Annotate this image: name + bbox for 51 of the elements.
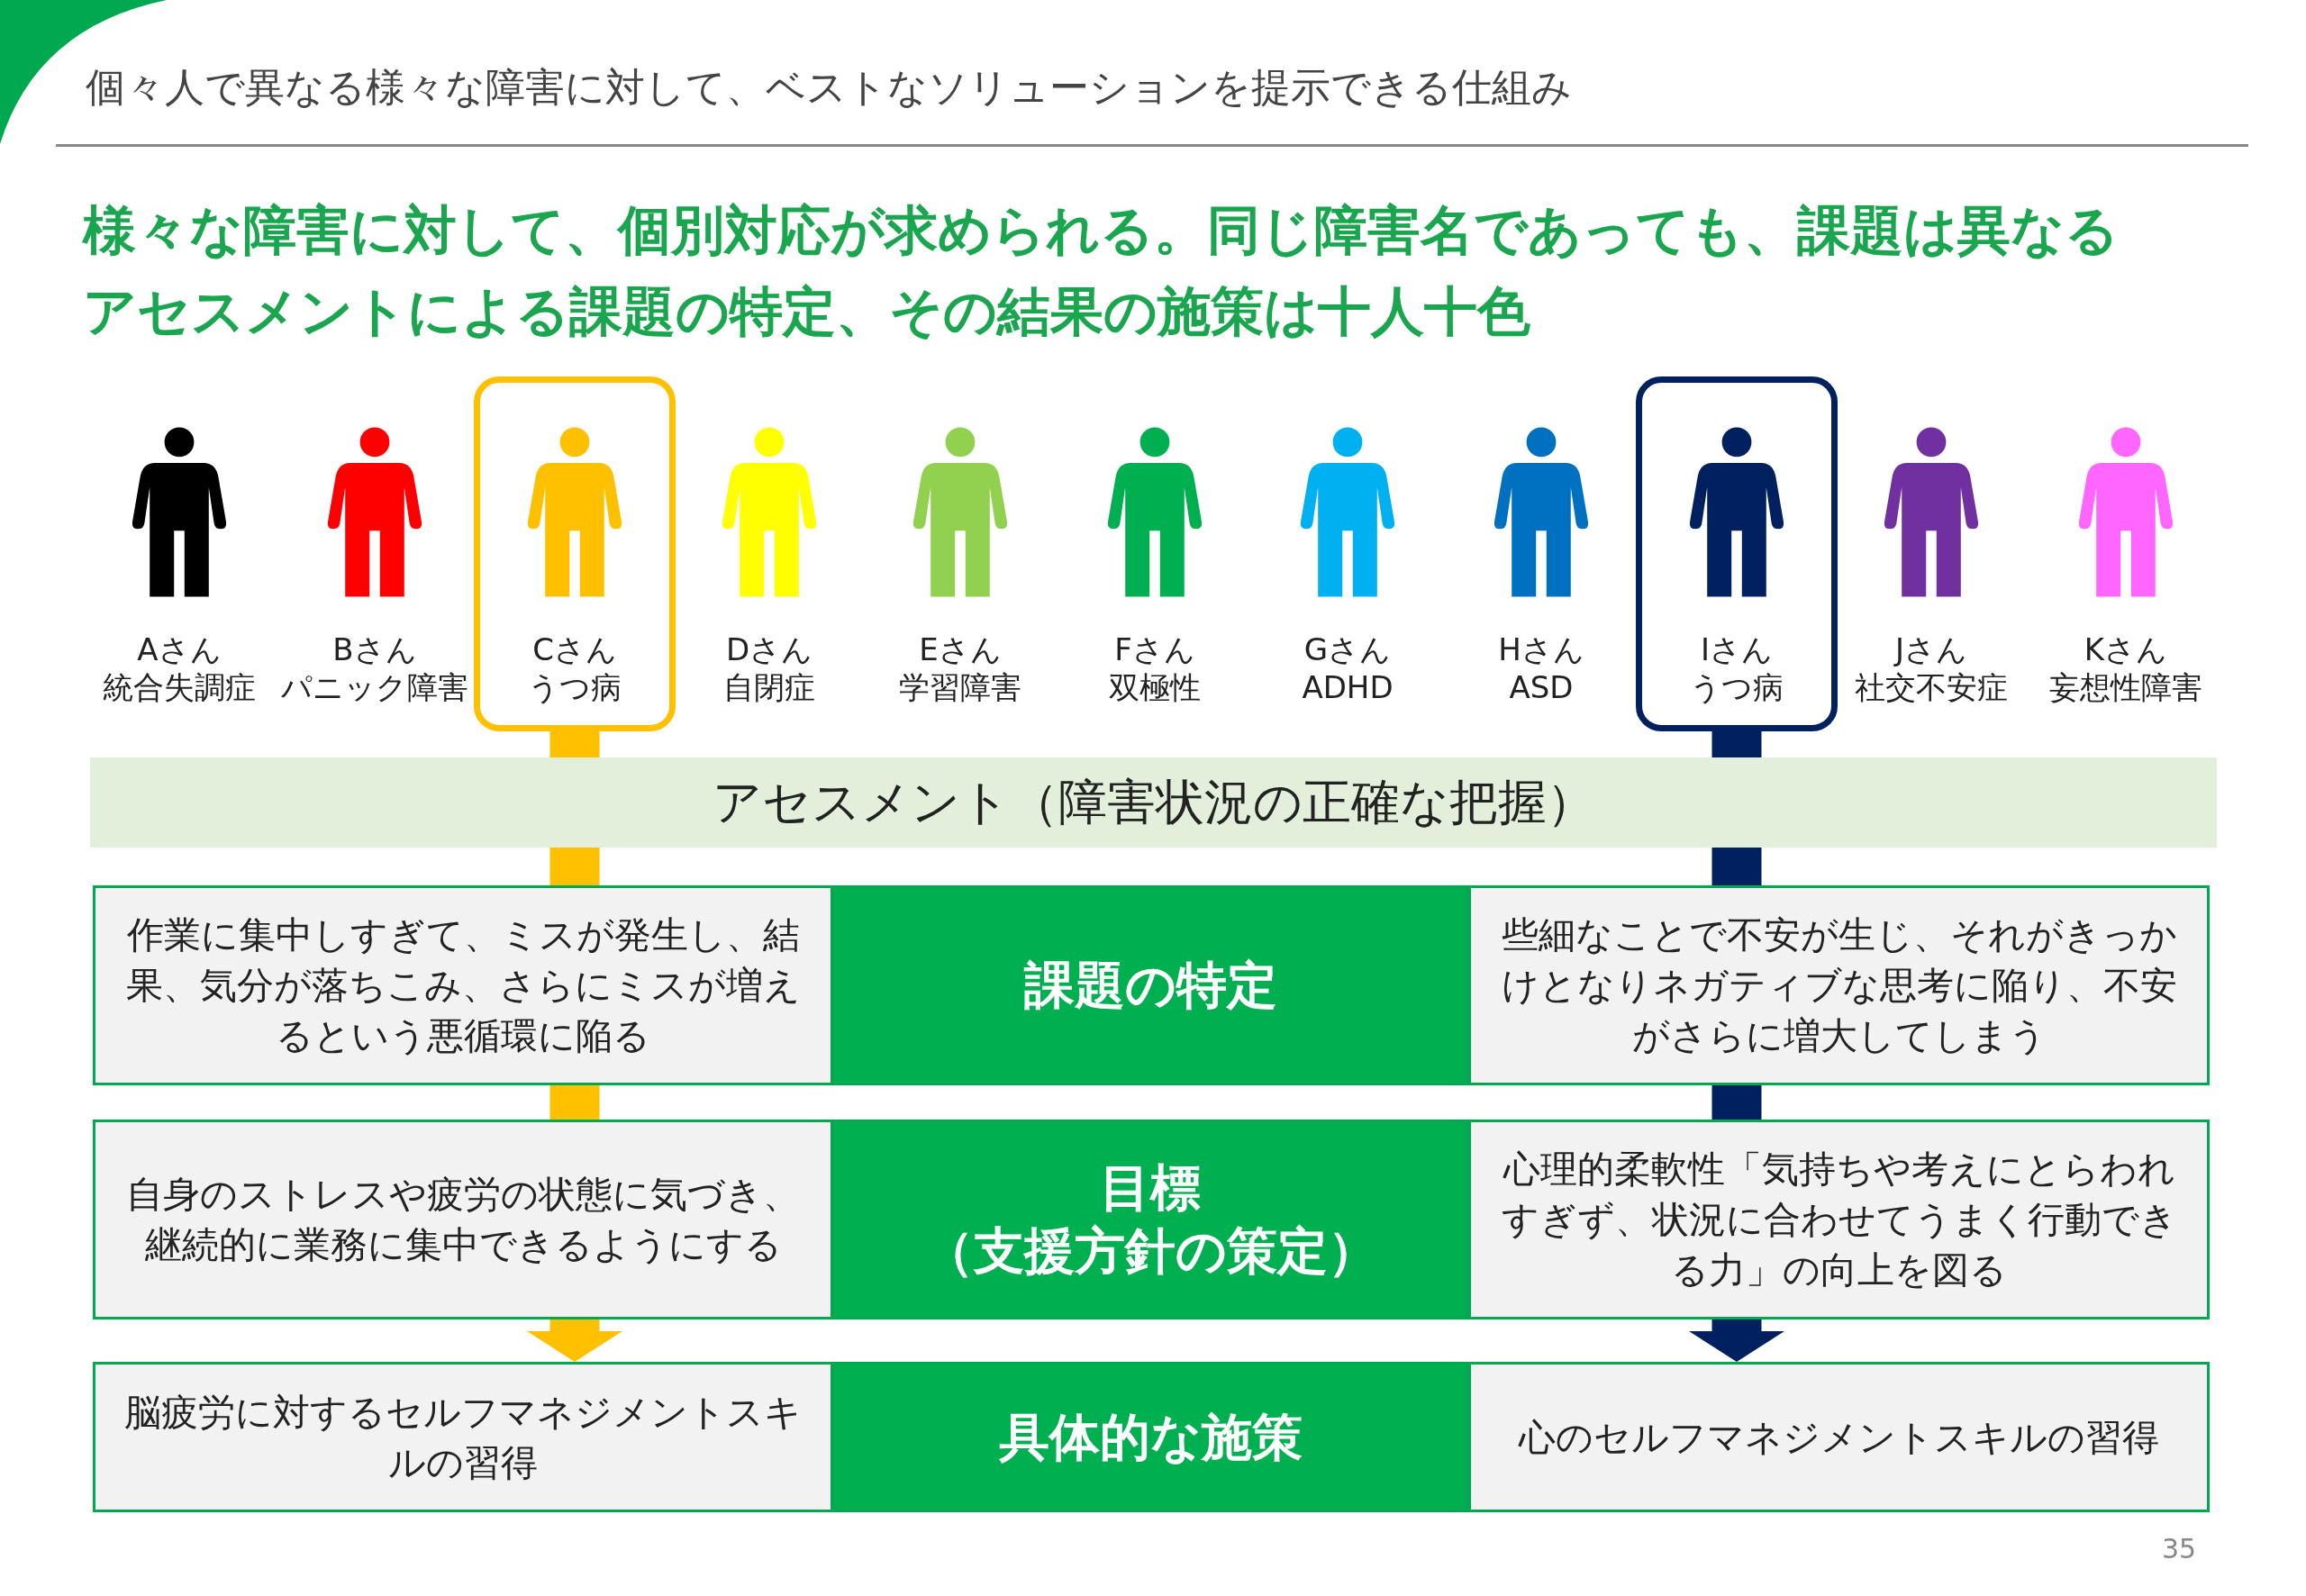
category-label: 具体的な施策 — [998, 1406, 1303, 1468]
condition-label: 妄想性障害 — [2049, 668, 2202, 706]
person-name: Jさん — [1895, 630, 1967, 668]
category-label: 課題の特定 — [1023, 955, 1277, 1016]
description-cell — [93, 885, 833, 1085]
category-label: （支援方針の策定） — [922, 1220, 1378, 1282]
person-name: Iさん — [1701, 630, 1773, 668]
category-cell — [832, 1362, 1468, 1512]
person-name: Bさん — [332, 630, 417, 668]
flow-arrow — [527, 1319, 622, 1362]
headline: 様々な障害に対して、個別対応が求められる。同じ障害名であっても、課題は異なる — [83, 198, 2119, 263]
slide-title: 個々人で異なる様々な障害に対して、ベストなソリューションを提示できる仕組み — [86, 63, 1572, 112]
description-text: 脳疲労に対するセルフマネジメントスキルの習得 — [123, 1389, 803, 1486]
page-number: 35 — [2162, 1532, 2197, 1566]
condition-label: 学習障害 — [899, 668, 1021, 706]
description-cell — [1468, 1362, 2210, 1512]
person-name: Gさん — [1303, 630, 1392, 668]
condition-label: ASD — [1509, 668, 1574, 706]
description-text: 自身のストレスや疲労の状態に気づき、継続的に業務に集中できるようにする — [125, 1172, 801, 1268]
person-name: Kさん — [2084, 630, 2168, 668]
description-text: 些細なことで不安が生じ、それがきっかけとなりネガティブな思考に陥り、不安がさらに増大してしまう — [1500, 912, 2178, 1059]
person-name: Aさん — [137, 630, 222, 668]
category-label: 目標 — [1100, 1157, 1201, 1219]
description-cell — [1468, 885, 2210, 1085]
condition-label: 自閉症 — [723, 668, 815, 706]
condition-label: ADHD — [1302, 668, 1394, 706]
person-name: Fさん — [1114, 630, 1195, 668]
category-cell — [832, 885, 1468, 1085]
description-cell — [93, 1120, 833, 1319]
person-name: Eさん — [919, 630, 1002, 668]
category-cell — [832, 1120, 1468, 1319]
headline: アセスメントによる課題の特定、その結果の施策は十人十色 — [83, 279, 1530, 344]
condition-label: 社交不安症 — [1855, 668, 2008, 706]
condition-label: 双極性 — [1109, 668, 1201, 706]
band-label: アセスメント（障害状況の正確な把握） — [712, 772, 1595, 832]
person-name: Cさん — [532, 630, 617, 668]
highlight-frame — [474, 376, 676, 731]
assessment-band — [90, 757, 2217, 848]
description-cell — [93, 1362, 833, 1512]
description-text: 作業に集中しすぎて、ミスが発生し、結果、気分が落ちこみ、さらにミスが増えるという悪循環に陥る — [124, 912, 802, 1059]
description-cell — [1468, 1120, 2210, 1319]
description-text: 心のセルフマネジメントスキルの習得 — [1519, 1414, 2159, 1461]
highlight-frame — [1636, 376, 1838, 731]
condition-label: うつ病 — [1690, 668, 1784, 706]
person-name: Hさん — [1498, 630, 1584, 668]
condition-label: うつ病 — [528, 668, 622, 706]
flow-arrow — [1689, 1319, 1784, 1362]
condition-label: パニック障害 — [281, 668, 468, 706]
person-name: Dさん — [725, 630, 813, 668]
condition-label: 統合失調症 — [103, 668, 256, 706]
description-text: 心理的柔軟性「気持ちや考えにとらわれすぎず、状況に合わせてうまく行動できる力」の向上を図る — [1500, 1147, 2178, 1293]
